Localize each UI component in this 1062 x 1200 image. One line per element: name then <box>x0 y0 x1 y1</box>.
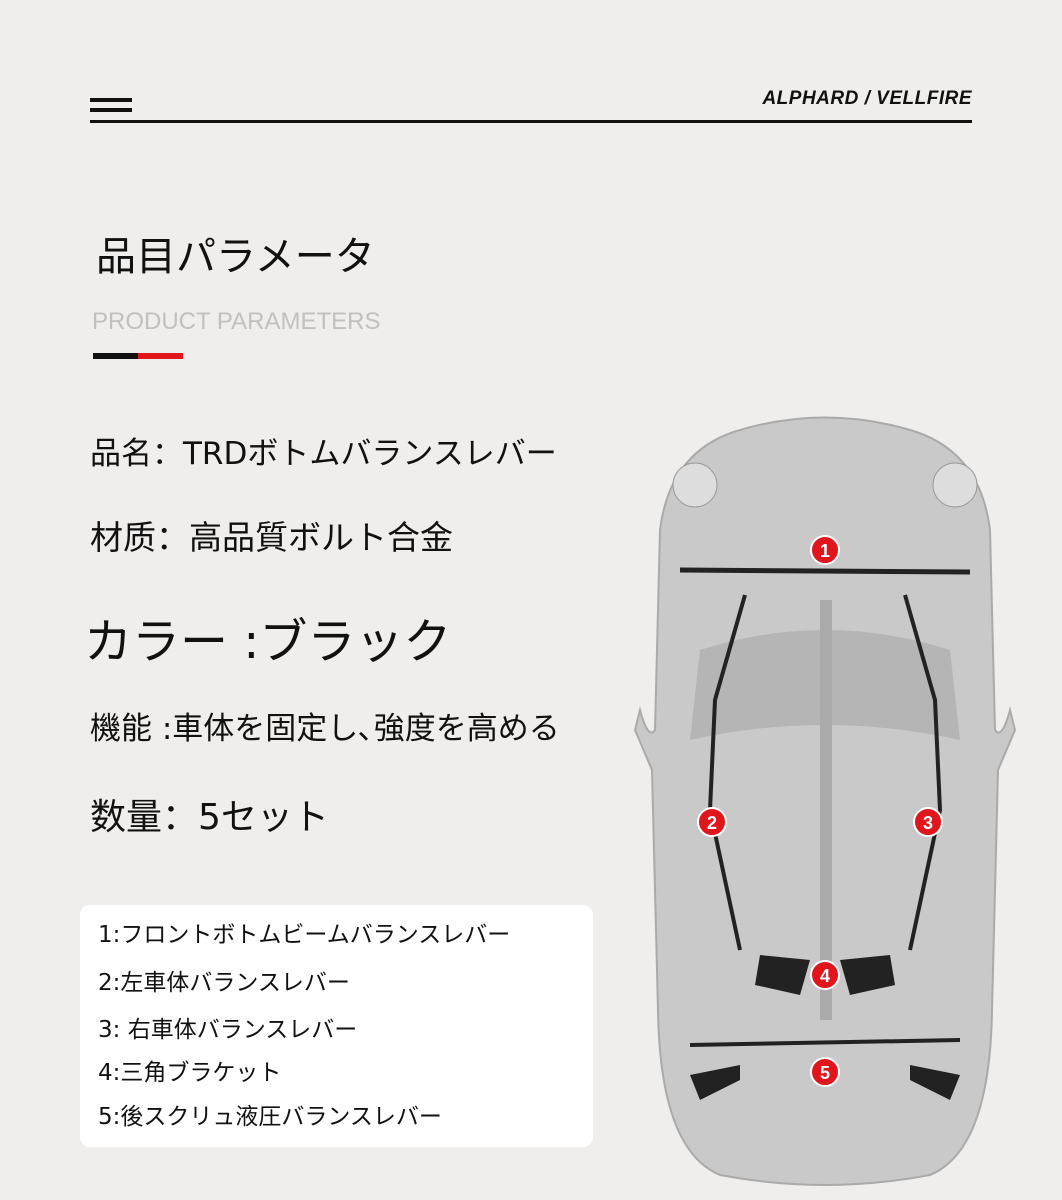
page-subtitle: PRODUCT PARAMETERS <box>92 308 381 335</box>
left-bar <box>707 594 747 951</box>
car-diagram: 1 2 3 4 5 <box>633 416 1017 1186</box>
marker-2: 2 <box>697 807 727 837</box>
svg-text:4: 4 <box>820 966 830 986</box>
legend-item: 4:三角ブラケット <box>98 1060 282 1086</box>
page-title: 品目パラメータ <box>96 234 375 280</box>
headlight-left <box>672 462 718 508</box>
parts-legend: 1:フロントボトムビームバランスレバー 2:左車体バランスレバー 3: 右車体バ… <box>80 905 593 1147</box>
legend-item: 1:フロントボトムビームバランスレバー <box>98 922 511 948</box>
marker-4: 4 <box>810 960 840 990</box>
header-divider <box>90 120 972 123</box>
svg-text:2: 2 <box>707 813 717 833</box>
param-material: 材质：高品質ボルト合金 <box>90 518 453 557</box>
center-frame <box>820 600 832 1020</box>
legend-item: 5:後スクリュ液圧バランスレバー <box>98 1104 442 1130</box>
svg-text:5: 5 <box>820 1063 830 1083</box>
bracket-right <box>840 955 895 995</box>
rear-bar <box>689 1038 961 1047</box>
bracket-left <box>755 955 810 995</box>
legend-item: 2:左車体バランスレバー <box>98 970 350 996</box>
marker-1: 1 <box>810 535 840 565</box>
marker-5: 5 <box>810 1057 840 1087</box>
param-name: 品名：TRDボトムバランスレバー <box>90 436 557 472</box>
svg-text:1: 1 <box>820 541 830 561</box>
legend-item: 3: 右車体バランスレバー <box>98 1017 358 1043</box>
brand-logo: ALPHARD / VELLFIRE <box>762 88 972 109</box>
param-color: カラー :ブラック <box>84 614 452 670</box>
menu-icon[interactable] <box>90 98 132 118</box>
accent-bar <box>93 353 183 359</box>
param-quantity: 数量：5セット <box>90 797 329 838</box>
param-function: 機能 :車体を固定し､強度を高める <box>90 711 560 747</box>
rear-bracket-left <box>690 1065 740 1100</box>
headlight-right <box>932 462 978 508</box>
rear-bracket-right <box>910 1065 960 1100</box>
marker-3: 3 <box>913 807 943 837</box>
svg-text:3: 3 <box>923 813 933 833</box>
right-bar <box>903 594 943 951</box>
front-bar <box>679 567 971 575</box>
